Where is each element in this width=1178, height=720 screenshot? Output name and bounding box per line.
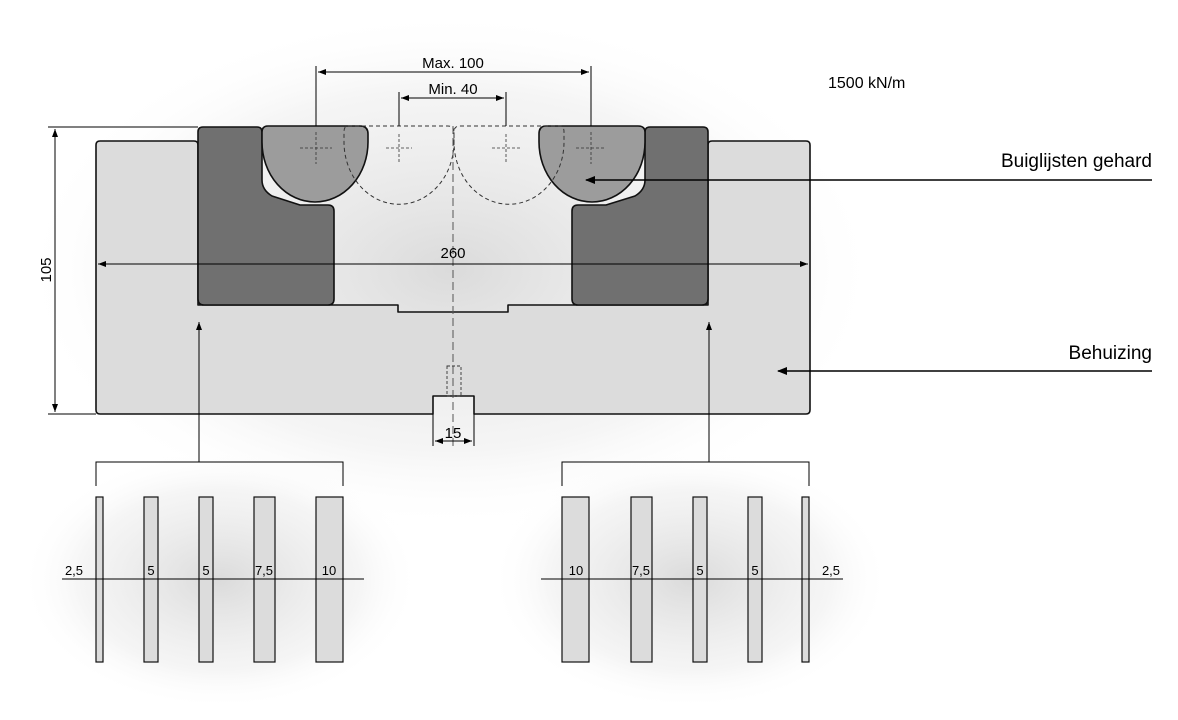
housing-callout: Behuizing: [1069, 343, 1152, 364]
shim: [253, 496, 276, 663]
left-strip-min-position: [343, 125, 455, 205]
min-opening-dimension: [398, 92, 507, 126]
right-strip-min-position: [453, 125, 565, 205]
max-opening-dimension: [315, 66, 592, 126]
background-shadow-right: [490, 450, 890, 710]
slot-label: 15: [445, 425, 462, 442]
shim-thickness-label: 7,5: [255, 563, 273, 578]
shim: [143, 496, 159, 663]
shim: [630, 496, 653, 663]
shim-thickness-label: 5: [147, 563, 154, 578]
shim-thickness-label: 2,5: [822, 563, 840, 578]
shim-thickness-label: 10: [322, 563, 336, 578]
shim-thickness-label: 2,5: [65, 563, 83, 578]
left-shim-set: 2,5 5 5 7,5 10: [62, 496, 364, 663]
threaded-hole: [446, 365, 462, 397]
shim-thickness-label: 5: [202, 563, 209, 578]
force-rating: 1500 kN/m: [828, 75, 905, 92]
shim: [801, 496, 810, 663]
shim: [561, 496, 590, 663]
right-bending-strip: [538, 125, 646, 203]
shim-thickness-label: 5: [696, 563, 703, 578]
left-bending-strip: [261, 125, 369, 203]
right-shim-set: 10 7,5 5 5 2,5: [541, 496, 843, 663]
bending-strip-callout: Buiglijsten gehard: [1001, 151, 1152, 172]
height-label: 105: [38, 257, 55, 282]
height-dimension: [48, 126, 198, 415]
shim: [315, 496, 344, 663]
min-opening-label: Min. 40: [428, 81, 477, 98]
right-shim-bracket: [561, 322, 810, 486]
left-shim-bracket: [95, 322, 344, 486]
shim: [95, 496, 104, 663]
shim-thickness-label: 5: [751, 563, 758, 578]
slot-dimension: [432, 414, 475, 446]
shim-thickness-label: 10: [569, 563, 583, 578]
center-marks: [300, 132, 606, 164]
shim-thickness-label: 7,5: [632, 563, 650, 578]
shim: [747, 496, 763, 663]
shim: [692, 496, 708, 663]
shim: [198, 496, 214, 663]
background-shadow-left: [20, 450, 420, 710]
max-opening-label: Max. 100: [422, 55, 484, 72]
width-label: 260: [440, 245, 465, 262]
